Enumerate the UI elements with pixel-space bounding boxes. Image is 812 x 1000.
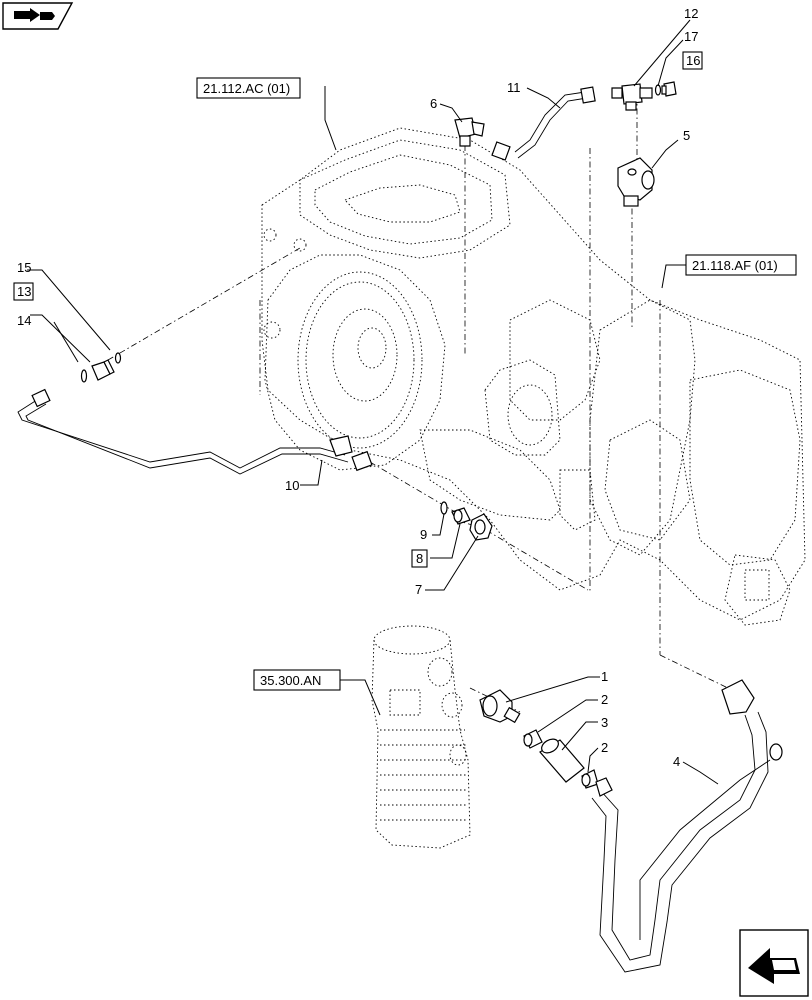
callout-2-lower: 2 — [601, 740, 608, 755]
callout-17: 17 — [684, 29, 698, 44]
svg-text:13: 13 — [17, 284, 31, 299]
o-ring-14[interactable] — [80, 369, 88, 383]
o-ring-17[interactable] — [654, 84, 662, 96]
ring-15[interactable] — [114, 352, 122, 364]
svg-text:21.118.AF (01): 21.118.AF (01) — [692, 258, 778, 273]
callout-2-upper: 2 — [601, 692, 608, 707]
adapter-13[interactable] — [91, 359, 115, 381]
callout-15: 15 — [17, 260, 31, 275]
callout-4: 4 — [673, 754, 680, 769]
nut-7[interactable] — [469, 513, 493, 541]
callout-14: 14 — [17, 313, 31, 328]
plug-16[interactable] — [661, 81, 677, 97]
boxed-callout-8: 8 — [411, 549, 428, 568]
fitting-1[interactable] — [479, 689, 521, 724]
ref-21-118-af[interactable]: 21.118.AF (01) — [685, 254, 797, 276]
callout-9: 9 — [420, 527, 427, 542]
clamp-2-lower[interactable] — [581, 769, 599, 789]
next-page-arrow-icon[interactable] — [739, 929, 809, 997]
hose-3[interactable] — [539, 736, 585, 783]
filter-unit-illustration — [371, 625, 471, 849]
callout-5: 5 — [683, 128, 690, 143]
callout-6: 6 — [430, 96, 437, 111]
svg-text:21.112.AC (01): 21.112.AC (01) — [203, 81, 290, 96]
boxed-callout-16: 16 — [682, 51, 703, 70]
valve-5[interactable] — [617, 157, 655, 207]
callout-numbers: 12 17 11 6 5 15 14 10 9 7 1 2 3 2 4 — [17, 6, 698, 769]
svg-text:8: 8 — [416, 551, 423, 566]
callout-11: 11 — [507, 80, 521, 95]
pipe-4[interactable] — [591, 679, 783, 973]
pipe-10[interactable] — [17, 388, 373, 475]
leader-lines — [27, 19, 719, 785]
adapter-8[interactable] — [451, 507, 471, 525]
callout-12: 12 — [684, 6, 698, 21]
ref-35-300-an[interactable]: 35.300.AN — [253, 669, 341, 691]
o-ring-9[interactable] — [440, 501, 448, 515]
callout-1: 1 — [601, 669, 608, 684]
pipe-11[interactable] — [491, 86, 596, 161]
callout-10: 10 — [285, 478, 299, 493]
tee-fitting[interactable] — [611, 83, 653, 111]
boxed-callout-13: 13 — [13, 282, 34, 301]
clamp-2-upper[interactable] — [523, 729, 543, 749]
svg-text:16: 16 — [686, 53, 700, 68]
ref-21-112-ac[interactable]: 21.112.AC (01) — [196, 77, 301, 99]
kit-hand-icon[interactable] — [2, 2, 74, 30]
transmission-housing-illustration — [261, 127, 806, 626]
callout-7: 7 — [415, 582, 422, 597]
callout-3: 3 — [601, 715, 608, 730]
assembly-centerlines — [107, 95, 733, 713]
svg-text:35.300.AN: 35.300.AN — [260, 673, 321, 688]
elbow-6[interactable] — [454, 117, 485, 147]
